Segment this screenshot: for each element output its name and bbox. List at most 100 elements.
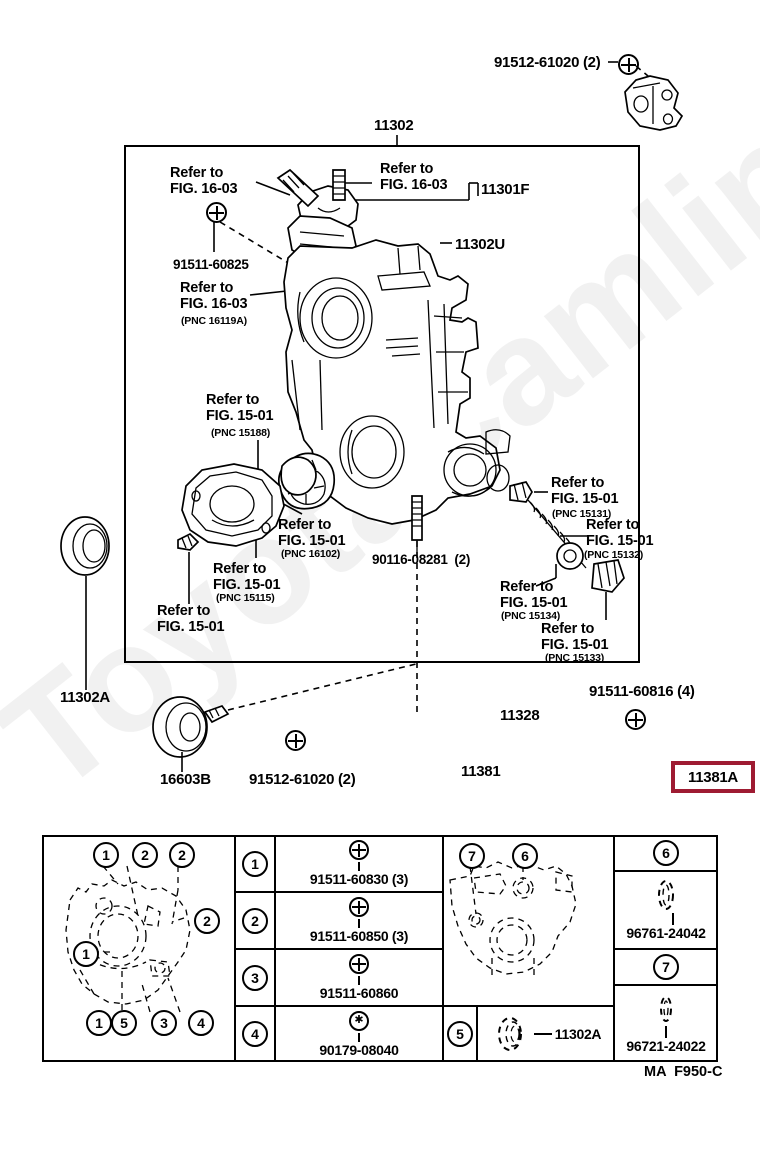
callout-label: 6 <box>521 848 529 864</box>
label-refer-fig-15-01-a: Refer to FIG. 15-01 <box>206 392 274 424</box>
legend-part-number-2: 91511-60850 (3) <box>309 928 409 944</box>
legend-right-row-6-index: 6 <box>614 835 718 871</box>
washer-star-icon: ✱ <box>349 1010 369 1031</box>
callout-label: 1 <box>102 847 110 863</box>
label-pnc-15115: (PNC 15115) <box>216 592 275 604</box>
callout-label: 2 <box>141 847 149 863</box>
legend-callout-1a: 1 <box>93 842 119 868</box>
legend-row-5-index: 5 <box>443 1006 477 1062</box>
label-refer-fig-15-01-h: Refer to FIG. 15-01 <box>541 621 609 653</box>
label-refer-fig-16-03-b: Refer to FIG. 16-03 <box>380 161 448 193</box>
legend-part-number-3: 91511-60860 <box>319 985 399 1001</box>
index-circle-6: 6 <box>653 840 679 866</box>
legend-illustration-cell-right <box>443 835 614 1006</box>
legend-illustration-cell-left <box>42 835 235 1062</box>
leader-line-row-1 <box>358 862 360 871</box>
label-90116-08281: 90116-08281 (2) <box>372 552 471 567</box>
legend-row-2-index: 2 <box>235 892 275 949</box>
bolt-b-icon-row-1 <box>349 840 369 860</box>
o-ring-icon-6 <box>658 880 674 910</box>
legend-part-number-7: 96721-24022 <box>626 1037 706 1054</box>
label-16603B: 16603B <box>160 771 211 788</box>
legend-part-number-4: 90179-08040 <box>319 1041 399 1058</box>
label-11328: 11328 <box>500 707 540 724</box>
legend-callout-7a: 7 <box>459 843 485 869</box>
label-pnc-16119A: (PNC 16119A) <box>181 315 247 327</box>
callout-label: 2 <box>203 913 211 929</box>
label-91511-60816: 91511-60816 (4) <box>589 683 695 700</box>
label-refer-fig-15-01-e: Refer to FIG. 15-01 <box>551 475 619 507</box>
label-refer-fig-15-01-b: Refer to FIG. 15-01 <box>278 517 346 549</box>
label-11381: 11381 <box>461 763 501 780</box>
legend-callout-3a: 3 <box>151 1010 177 1036</box>
label-pnc-15133: (PNC 15133) <box>545 652 605 664</box>
label-refer-fig-15-01-f: Refer to FIG. 15-01 <box>586 517 654 549</box>
label-pnc-15134: (PNC 15134) <box>501 610 561 622</box>
legend-callout-2c: 2 <box>194 908 220 934</box>
leader-line-right-7 <box>665 1025 667 1038</box>
bolt-b-icon-91512-61020-bottom <box>285 730 306 751</box>
seal-ring-icon <box>497 1017 522 1051</box>
highlighted-part-11381A[interactable]: 11381A <box>671 761 755 793</box>
index-circle-7: 7 <box>653 954 679 980</box>
index-circle-3: 3 <box>242 964 268 991</box>
index-label: 7 <box>662 959 670 975</box>
legend-row-2-part: 91511-60850 (3) <box>275 892 443 949</box>
label-pnc-15188: (PNC 15188) <box>211 427 271 439</box>
index-circle-1: 1 <box>242 850 268 877</box>
index-label: 6 <box>662 845 670 861</box>
index-circle-5: 5 <box>447 1021 473 1047</box>
highlighted-part-label: 11381A <box>688 768 738 786</box>
legend-callout-1c: 1 <box>86 1010 112 1036</box>
legend-row-1-part: 91511-60830 (3) <box>275 835 443 892</box>
callout-label: 1 <box>95 1015 103 1031</box>
legend-part-number-1: 91511-60830 (3) <box>309 871 409 887</box>
bolt-b-icon-top <box>618 54 639 75</box>
label-pnc-15131: (PNC 15131) <box>552 508 612 520</box>
leader-line-row-3 <box>358 976 360 985</box>
index-label: 4 <box>251 1026 259 1042</box>
callout-label: 3 <box>160 1015 168 1031</box>
legend-callout-6a: 6 <box>512 843 538 869</box>
index-label: 2 <box>251 912 259 929</box>
legend-row-4-part: ✱ 90179-08040 <box>275 1006 443 1062</box>
legend-row-4-index: 4 <box>235 1006 275 1062</box>
label-refer-fig-16-03-c: Refer to FIG. 16-03 <box>180 280 248 312</box>
bolt-b-icon-91511-60816 <box>625 709 646 730</box>
label-refer-fig-15-01-c: Refer to FIG. 15-01 <box>213 561 281 593</box>
callout-label: 4 <box>197 1015 205 1031</box>
legend-part-number-6: 96761-24042 <box>626 925 706 941</box>
callout-label: 2 <box>178 847 186 863</box>
leader-line-right-6 <box>672 913 674 925</box>
legend-callout-5a: 5 <box>111 1010 137 1036</box>
index-circle-4: 4 <box>242 1021 268 1047</box>
label-91512-61020-top: 91512-61020 (2) <box>494 54 601 71</box>
callout-label: 7 <box>468 848 476 864</box>
legend-callout-2a: 2 <box>132 842 158 868</box>
index-label: 1 <box>251 855 259 872</box>
legend-right-row-7-index: 7 <box>614 949 718 985</box>
callout-label: 1 <box>82 946 90 962</box>
label-91511-60825: 91511-60825 <box>173 257 249 272</box>
legend-right-row-6-part: 96761-24042 <box>614 871 718 949</box>
index-label: 3 <box>251 969 259 986</box>
diagram-caption: MA F950-C <box>644 1064 723 1080</box>
legend-row-5-part: 11302A <box>477 1006 614 1062</box>
bolt-b-icon-row-3 <box>349 954 369 974</box>
leader-line-row-4 <box>358 1032 360 1042</box>
leader-line-row-5 <box>533 1033 552 1035</box>
main-diagram-frame <box>124 145 640 663</box>
label-91512-61020-bottom: 91512-61020 (2) <box>249 771 356 788</box>
label-refer-fig-16-03-a: Refer to FIG. 16-03 <box>170 165 238 197</box>
bolt-b-icon-row-2 <box>349 897 369 917</box>
callout-label: 5 <box>120 1015 128 1031</box>
label-pnc-16102: (PNC 16102) <box>281 548 341 560</box>
legend-callout-4a: 4 <box>188 1010 214 1036</box>
label-11301F: 11301F <box>481 181 530 198</box>
index-circle-2: 2 <box>242 907 268 934</box>
label-11302: 11302 <box>374 117 414 134</box>
label-11302A-main: 11302A <box>60 689 110 706</box>
